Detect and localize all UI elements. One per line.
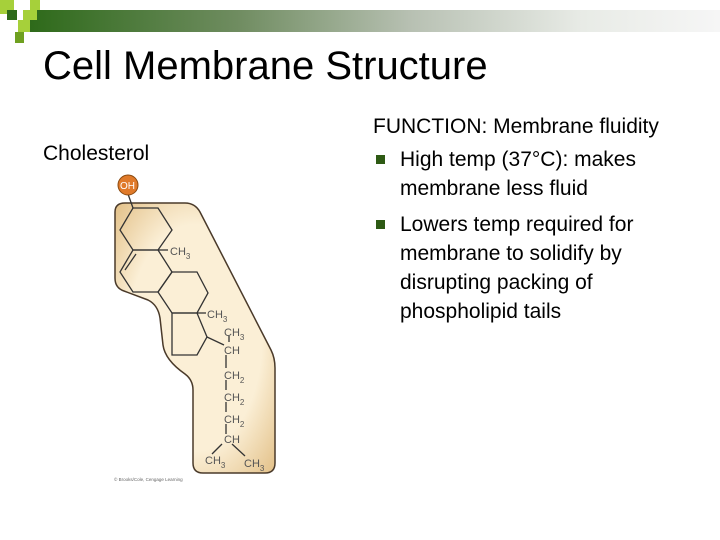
list-item: Lowers temp required for membrane to sol…: [373, 210, 693, 326]
decor-square: [15, 32, 24, 43]
square-bullet-icon: [376, 155, 385, 164]
oh-label: OH: [120, 181, 135, 192]
svg-text:CH3: CH3: [205, 455, 226, 470]
svg-text:CH3: CH3: [207, 309, 228, 324]
decor-square: [18, 20, 30, 32]
svg-text:CH3: CH3: [244, 458, 265, 473]
svg-text:CH3: CH3: [224, 327, 245, 342]
slide-title: Cell Membrane Structure: [43, 44, 488, 88]
bullet-text: High temp (37°C): makes membrane less fl…: [400, 148, 636, 200]
svg-text:CH: CH: [224, 434, 240, 446]
decor-square: [30, 0, 40, 10]
svg-text:CH2: CH2: [224, 392, 245, 407]
decor-square: [7, 10, 17, 20]
function-heading: FUNCTION: Membrane fluidity: [373, 115, 659, 138]
image-credit: © Brooks/Cole, Cengage Learning: [114, 476, 183, 482]
svg-text:CH: CH: [224, 345, 240, 357]
bullet-text: Lowers temp required for membrane to sol…: [400, 213, 634, 323]
decor-square: [23, 10, 37, 20]
svg-text:CH2: CH2: [224, 370, 245, 385]
chain-labels: CH3 CH3 CH3 CH CH2 CH2 CH2 CH CH3 CH3: [170, 246, 265, 473]
svg-text:CH3: CH3: [170, 246, 191, 261]
molecule-outline: [114, 202, 276, 474]
header-gradient-bar: [30, 10, 720, 32]
list-item: High temp (37°C): makes membrane less fl…: [373, 145, 693, 203]
bullet-list: High temp (37°C): makes membrane less fl…: [373, 145, 693, 326]
square-bullet-icon: [376, 220, 385, 229]
svg-text:CH2: CH2: [224, 414, 245, 429]
cholesterol-label: Cholesterol: [43, 142, 150, 165]
function-text: FUNCTION: Membrane fluidity High temp (3…: [373, 112, 693, 333]
hydroxyl-group: [117, 174, 139, 196]
ring-bonds: [119, 193, 246, 457]
